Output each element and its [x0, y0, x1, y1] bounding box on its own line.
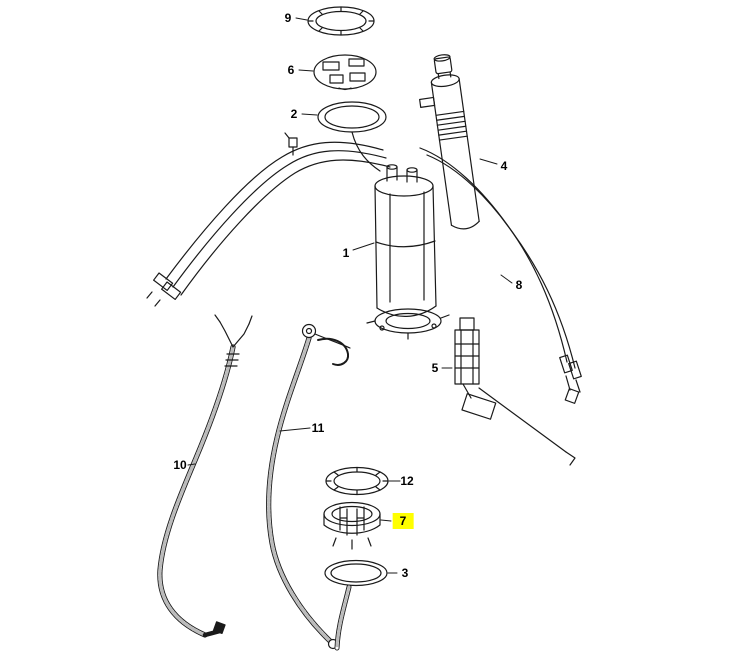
part-label-8[interactable]: 8 [515, 278, 523, 292]
leader-line-11 [279, 427, 311, 432]
part-11-drawing [265, 323, 351, 650]
leader-line-9 [295, 17, 308, 21]
leader-line-10 [187, 463, 196, 466]
part-label-4[interactable]: 4 [500, 159, 508, 173]
part-10-drawing [157, 314, 253, 638]
part-label-9[interactable]: 9 [284, 11, 292, 25]
part-label-7-highlighted[interactable]: 7 [392, 513, 414, 529]
part-5-drawing [454, 317, 576, 466]
part-6-drawing [313, 54, 377, 91]
leader-lines [187, 17, 513, 574]
part-label-2[interactable]: 2 [290, 107, 298, 121]
part-label-5[interactable]: 5 [431, 361, 439, 375]
part-9-drawing [307, 6, 375, 36]
leader-line-4 [479, 158, 498, 165]
fuel-lines-left-drawing [146, 132, 391, 307]
outlet-tube-drawing [334, 584, 352, 651]
part-label-12[interactable]: 12 [400, 474, 414, 488]
leader-line-8 [500, 274, 513, 284]
leader-line-2 [301, 113, 318, 116]
part-label-11[interactable]: 11 [311, 421, 325, 435]
leader-line-1 [352, 242, 375, 251]
part-label-10[interactable]: 10 [173, 458, 187, 472]
part-7-drawing [323, 501, 381, 550]
part-label-6[interactable]: 6 [287, 63, 295, 77]
part-8-drawing [419, 147, 582, 404]
leader-line-7 [380, 519, 392, 522]
part-label-1[interactable]: 1 [342, 246, 350, 260]
part-3-drawing [324, 559, 388, 587]
part-12-drawing [325, 466, 389, 496]
part-1-drawing [351, 131, 450, 340]
part-4-drawing [419, 54, 480, 230]
part-label-3[interactable]: 3 [401, 566, 409, 580]
leader-line-6 [298, 69, 314, 72]
